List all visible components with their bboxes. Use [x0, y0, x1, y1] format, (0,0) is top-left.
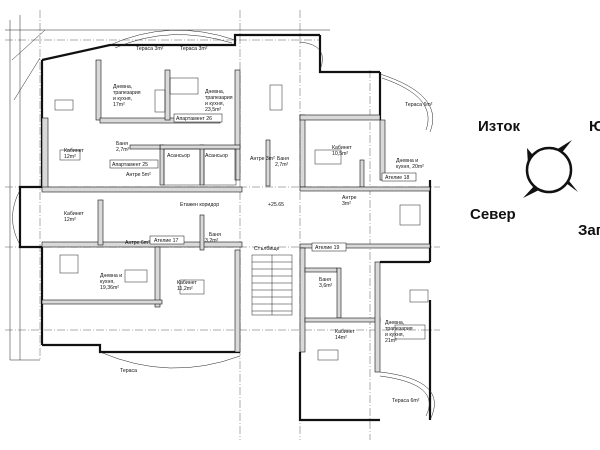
label-terrace-bottom-left: Тераса [120, 368, 137, 374]
label-office-12-left: Кабинет [64, 211, 84, 217]
tag-frames [109, 113, 417, 252]
label-living-a-line2: трапезария [113, 90, 141, 96]
label-office-12-top: Кабинет [64, 148, 84, 154]
outer-walls [9, 20, 432, 422]
interior-walls [41, 59, 431, 373]
label-elevator-2: Асансьор [205, 153, 228, 159]
label-terrace-top-mid: Тераса 3m² [180, 46, 208, 52]
label-bath-right-area: 2,7m² [275, 162, 289, 168]
label-apartment-25: Апартамент 25 [112, 162, 148, 168]
label-living-b-line3: и кухня, [205, 101, 224, 107]
label-office-14-area: 14m² [335, 335, 347, 341]
label-living-a-line4: 17m² [113, 102, 125, 108]
label-living-d-line2: кухня, [100, 279, 115, 285]
compass-south: Юг [589, 118, 600, 135]
label-terrace-right: Тераса 6m² [405, 102, 433, 108]
label-atrium-5: Антре 5m² [126, 172, 151, 178]
label-bath-27-area: 2,7m² [116, 147, 130, 153]
label-living-b-line4: 23,5m² [205, 107, 221, 113]
label-atelier-17: Ателие 17 [154, 238, 179, 244]
label-office-112-area: 11,2m² [177, 286, 193, 292]
label-elevator-1: Асансьор [167, 153, 190, 159]
label-office-12-left-area: 12m² [64, 217, 76, 223]
label-stairs: Стълбище [254, 246, 279, 252]
label-bath-right: Баня [277, 156, 289, 162]
label-office-14: Кабинет [335, 329, 355, 335]
furniture [54, 77, 429, 361]
stairs-drawing [251, 254, 293, 316]
compass-west: Запад [578, 222, 600, 239]
elevator-shafts [163, 148, 237, 186]
compass-rose-icon [523, 140, 578, 198]
label-corridor: Етажен коридор [180, 202, 219, 208]
label-living-c-line1: Дневна и [396, 158, 418, 164]
label-bath-32-area: 3,2m² [205, 238, 219, 244]
terraces [12, 29, 435, 421]
label-living-e-line2: трапезария [385, 326, 413, 332]
label-terrace-bottom-right: Тераса 6m² [392, 398, 420, 404]
label-living-e-line3: и кухня, [385, 332, 404, 338]
grid-lines [5, 10, 440, 440]
room-labels: Тераса 3m² Тераса 3m² Дневна, трапезария… [64, 46, 433, 404]
label-living-e-line4: 21m² [385, 338, 397, 344]
label-living-b-line1: Дневна, [205, 89, 224, 95]
label-atrium-3: Антре 3m² [250, 156, 275, 162]
label-living-b-line2: трапезария [205, 95, 233, 101]
label-atrium-right: Антре [342, 195, 357, 201]
label-atrium-right-area: 3m² [342, 201, 351, 207]
label-office-112: Кабинет [177, 280, 197, 286]
label-office-12-top-area: 12m² [64, 154, 76, 160]
label-office-105-area: 10,5m² [332, 151, 348, 157]
label-apartment-26: Апартамент 26 [176, 116, 212, 122]
label-bath-27: Баня [116, 141, 128, 147]
label-terrace-top-left: Тераса 3m² [136, 46, 164, 52]
label-atelier-19: Ателие 19 [315, 245, 340, 251]
compass-north: Север [470, 206, 516, 223]
label-bath-bottom: Баня [319, 277, 331, 283]
compass-east: Изток [478, 118, 521, 135]
label-office-105: Кабинет [332, 145, 352, 151]
label-living-e-line1: Дневна, [385, 320, 404, 326]
label-level: +25.65 [268, 202, 284, 208]
label-living-a-line1: Дневна, [113, 84, 132, 90]
label-bath-32: Баня [209, 232, 221, 238]
label-living-a-line3: и кухня, [113, 96, 132, 102]
label-atrium-6: Антре 6m² [125, 240, 150, 246]
label-living-d-line1: Дневна и [100, 273, 122, 279]
label-atelier-18: Ателие 18 [385, 175, 410, 181]
label-living-d-line3: 19,36m² [100, 285, 119, 291]
compass: Изток Юг Север Запад [470, 118, 600, 239]
label-living-c-line2: кухня, 20m² [396, 164, 424, 170]
label-bath-bottom-area: 3,6m² [319, 283, 333, 289]
